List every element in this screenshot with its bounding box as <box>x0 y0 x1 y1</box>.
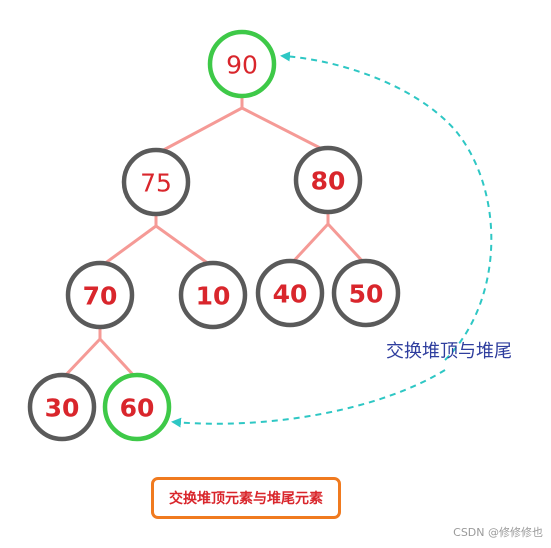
swap-arrow-to-tail <box>171 369 446 428</box>
tree-node-label: 40 <box>273 280 308 309</box>
tree-edge <box>60 337 102 381</box>
tree-node-90: 90 <box>207 29 277 99</box>
tree-node-label: 70 <box>83 282 118 311</box>
tree-node-label: 75 <box>140 169 172 198</box>
tree-node-circle <box>178 260 248 330</box>
tree-nodes: 90 75 80 70 10 40 50 30 60 <box>27 29 401 442</box>
tree-node-80: 80 <box>293 145 363 215</box>
tree-node-30: 30 <box>27 372 97 442</box>
tree-node-label: 60 <box>120 394 155 423</box>
tree-node-label: 30 <box>45 394 80 423</box>
tree-node-60: 60 <box>102 372 172 442</box>
tree-edge <box>241 106 329 154</box>
caption-text: 交换堆顶元素与堆尾元素 <box>169 491 323 507</box>
tree-node-label: 80 <box>311 167 346 196</box>
tree-node-circle <box>293 145 363 215</box>
tree-node-label: 50 <box>349 280 384 309</box>
tree-node-circle <box>121 147 191 217</box>
swap-label: 交换堆顶与堆尾 <box>386 341 512 362</box>
tree-edge <box>99 224 157 269</box>
tree-node-10: 10 <box>178 260 248 330</box>
watermark: CSDN @修修修也 <box>453 526 543 539</box>
swap-arrow-to-top <box>280 51 493 361</box>
tree-node-label: 90 <box>226 51 258 80</box>
tree-node-circle <box>207 29 277 99</box>
tree-node-70: 70 <box>65 260 135 330</box>
tree-node-75: 75 <box>121 147 191 217</box>
tree-edge <box>288 222 330 267</box>
tree-node-50: 50 <box>331 258 401 328</box>
caption-box: 交换堆顶元素与堆尾元素 <box>151 477 341 519</box>
tree-node-circle <box>102 372 172 442</box>
tree-node-circle <box>331 258 401 328</box>
tree-node-circle <box>27 372 97 442</box>
tree-edges <box>60 96 368 381</box>
tree-node-circle <box>65 260 135 330</box>
tree-node-40: 40 <box>255 258 325 328</box>
tree-node-label: 10 <box>196 282 231 311</box>
tree-edge <box>326 222 368 267</box>
tree-edge <box>98 337 139 381</box>
tree-edge <box>155 106 243 156</box>
tree-node-circle <box>255 258 325 328</box>
tree-edge <box>155 224 214 269</box>
